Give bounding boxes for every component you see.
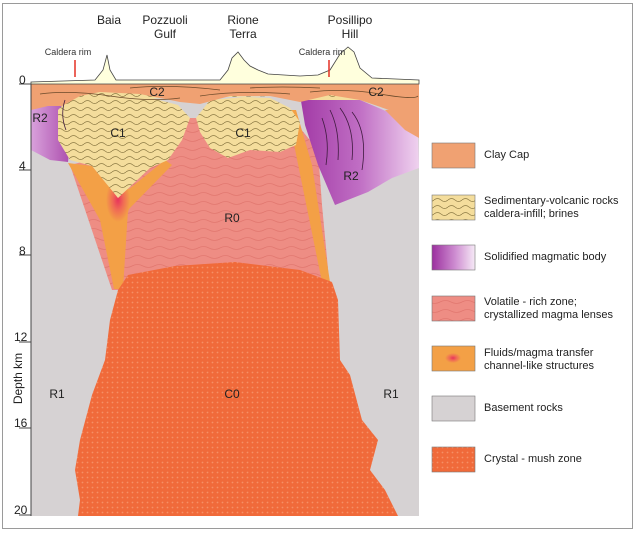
figure-frame [2,3,633,529]
depth-tick-16: 16 [14,416,28,430]
legend-sed-label-1: Sedimentary-volcanic rocks [484,195,619,207]
crystal-mush-zone [75,262,398,516]
clay-cap [31,82,419,112]
label-pozzuoli-line2: Gulf [153,27,177,41]
label-posillipo-line2: Hill [341,27,359,41]
legend-swatch-volatile [431,295,476,322]
legend-sed-label-2: caldera-infill; brines [484,208,579,220]
zone-r0: R0 [224,211,240,225]
zone-c2-right: C2 [368,85,384,99]
legend-swatch-mush [431,446,476,473]
legend-swatch-solid [431,244,476,271]
caldera-infill-right [196,97,300,158]
label-pozzuoli-line1: Pozzuoli [142,13,188,27]
zone-c0: C0 [224,387,240,401]
depth-tick-0: 0 [19,73,26,87]
legend-fluids-label-1: Fluids/magma transfer [484,347,594,359]
legend-swatch-sed [431,194,476,221]
clay-cap-right-tail [385,108,419,138]
surface-topography [30,46,420,85]
legend-volatile-label-1: Volatile - rich zone; [484,296,577,308]
label-rione-line2: Terra [229,27,257,41]
depth-axis-label: Depth km [11,352,26,405]
depth-axis-ticks [19,83,32,516]
label-baia: Baia [96,13,122,27]
fluid-channel-right [287,110,330,282]
label-caldera-rim-left: Caldera rim [44,47,92,57]
legend-clay-label: Clay Cap [484,149,530,161]
zone-c1-right: C1 [235,126,251,140]
clay-cap-lines [39,86,419,100]
zone-r1-left: R1 [49,387,65,401]
zone-c1-left: C1 [110,126,126,140]
legend-mush-label: Crystal - mush zone [484,453,582,465]
legend-fluids-label-2: channel-like structures [484,360,595,372]
legend-swatch-basement [431,395,476,422]
zone-r2-right: R2 [343,169,359,183]
label-caldera-rim-right: Caldera rim [298,47,346,57]
caldera-infill-left [58,92,190,198]
legend-swatch-clay [431,142,476,169]
zone-c2-left: C2 [149,85,165,99]
depth-tick-12: 12 [14,330,28,344]
label-posillipo-line1: Posillipo [327,13,373,27]
solidified-body-lines [62,99,365,171]
legend-solid-label: Solidified magmatic body [484,251,607,263]
solidified-body-right [300,92,419,205]
legend-basement-label: Basement rocks [484,402,563,414]
label-rione-line1: Rione [227,13,259,27]
depth-tick-20: 20 [14,503,28,517]
legend-volatile-label-2: crystallized magma lenses [484,309,613,321]
zone-r2-left: R2 [32,111,48,125]
zone-r1-right: R1 [383,387,399,401]
fluid-channel-left-fill [68,160,172,289]
depth-tick-4: 4 [19,159,26,173]
legend-swatch-fluids-pocket [445,353,461,363]
depth-tick-8: 8 [19,244,26,258]
